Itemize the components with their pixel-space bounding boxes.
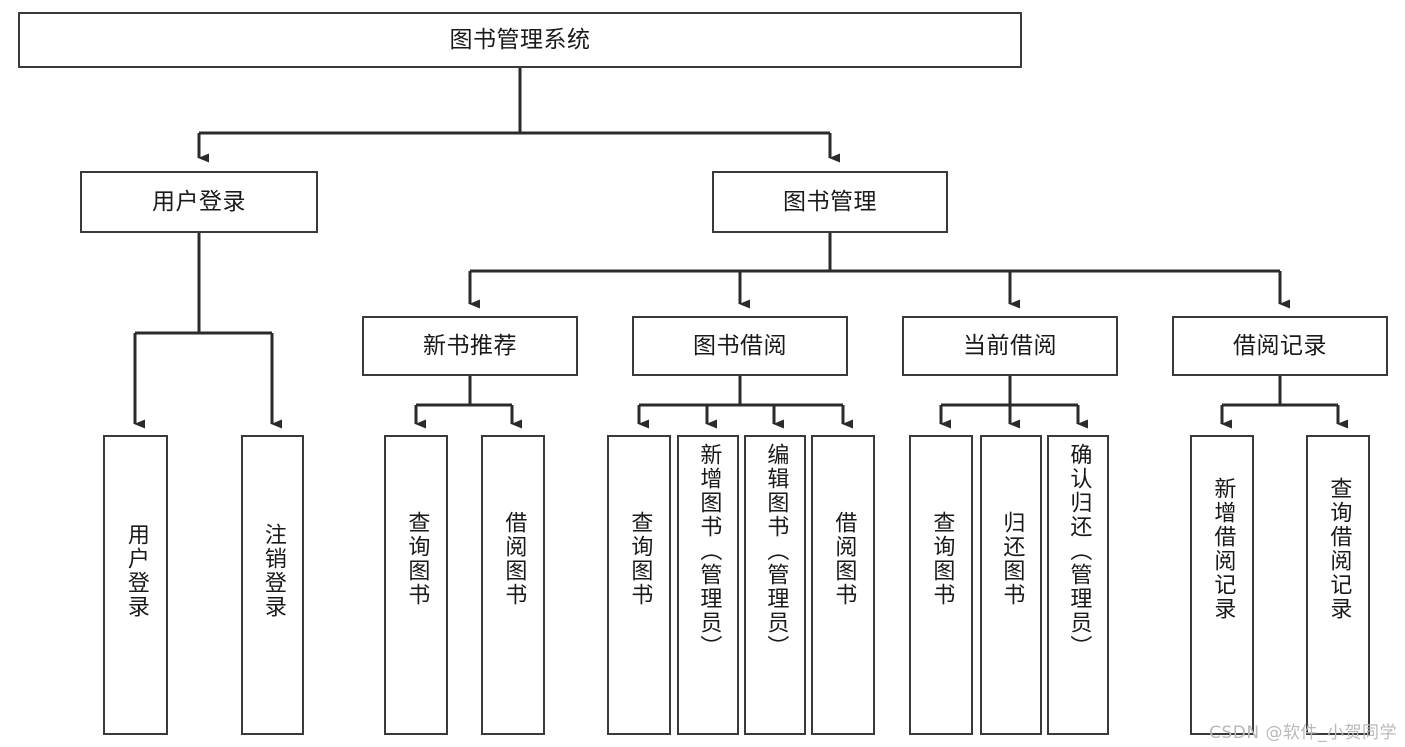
node-user-login[interactable]: 用户登录 bbox=[80, 171, 318, 233]
node-book-borrowing[interactable]: 图书借阅 bbox=[632, 316, 848, 376]
connector-group-root bbox=[197, 68, 840, 163]
connector-group-borrow-record bbox=[1220, 376, 1348, 429]
node-new-book-recommendation[interactable]: 新书推荐 bbox=[362, 316, 578, 376]
leaf-user-login[interactable]: 用户登录 bbox=[103, 435, 168, 735]
node-label: 查询图书 bbox=[929, 511, 955, 607]
node-label: 当前借阅 bbox=[963, 332, 1057, 359]
node-label: 图书借阅 bbox=[693, 332, 787, 359]
node-root-book-management-system[interactable]: 图书管理系统 bbox=[18, 12, 1022, 68]
leaf-query-borrow-record[interactable]: 查询借阅记录 bbox=[1306, 435, 1370, 735]
leaf-confirm-return-admin[interactable]: 确认归还（管理员） bbox=[1047, 435, 1109, 735]
node-label: 新书推荐 bbox=[423, 332, 517, 359]
node-label: 注销登录 bbox=[260, 523, 286, 619]
node-label: 新增借阅记录 bbox=[1210, 477, 1236, 621]
node-label: 确认归还（管理员） bbox=[1066, 443, 1092, 659]
connector-group-book-manage bbox=[468, 233, 1290, 309]
leaf-add-borrow-record[interactable]: 新增借阅记录 bbox=[1190, 435, 1254, 735]
leaf-edit-book-admin[interactable]: 编辑图书（管理员） bbox=[744, 435, 806, 735]
node-label: 查询图书 bbox=[627, 511, 653, 607]
node-borrowing-record[interactable]: 借阅记录 bbox=[1172, 316, 1388, 376]
leaf-query-book-3[interactable]: 查询图书 bbox=[909, 435, 973, 735]
leaf-return-book[interactable]: 归还图书 bbox=[980, 435, 1042, 735]
node-label: 新增图书（管理员） bbox=[696, 443, 722, 659]
leaf-borrow-book-1[interactable]: 借阅图书 bbox=[481, 435, 545, 735]
leaf-add-book-admin[interactable]: 新增图书（管理员） bbox=[677, 435, 739, 735]
node-label: 归还图书 bbox=[999, 511, 1025, 607]
node-label: 用户登录 bbox=[152, 188, 246, 215]
connector-group-current-borrow bbox=[939, 376, 1088, 429]
node-label: 图书管理 bbox=[783, 188, 877, 215]
connector-group-new-book-rec bbox=[414, 376, 522, 429]
leaf-logout[interactable]: 注销登录 bbox=[241, 435, 304, 735]
node-label: 图书管理系统 bbox=[449, 26, 591, 53]
node-current-borrowing[interactable]: 当前借阅 bbox=[902, 316, 1118, 376]
node-label: 编辑图书（管理员） bbox=[763, 443, 789, 659]
leaf-borrow-book-2[interactable]: 借阅图书 bbox=[811, 435, 875, 735]
connector-group-user-login bbox=[133, 233, 282, 429]
node-label: 查询图书 bbox=[404, 511, 430, 607]
node-label: 借阅图书 bbox=[501, 511, 527, 607]
node-label: 查询借阅记录 bbox=[1326, 477, 1352, 621]
node-label: 借阅记录 bbox=[1233, 332, 1327, 359]
node-label: 借阅图书 bbox=[831, 511, 857, 607]
connector-group-book-borrow bbox=[637, 376, 853, 429]
node-book-management[interactable]: 图书管理 bbox=[712, 171, 948, 233]
leaf-query-book-1[interactable]: 查询图书 bbox=[384, 435, 448, 735]
leaf-query-book-2[interactable]: 查询图书 bbox=[607, 435, 671, 735]
node-label: 用户登录 bbox=[123, 523, 149, 619]
